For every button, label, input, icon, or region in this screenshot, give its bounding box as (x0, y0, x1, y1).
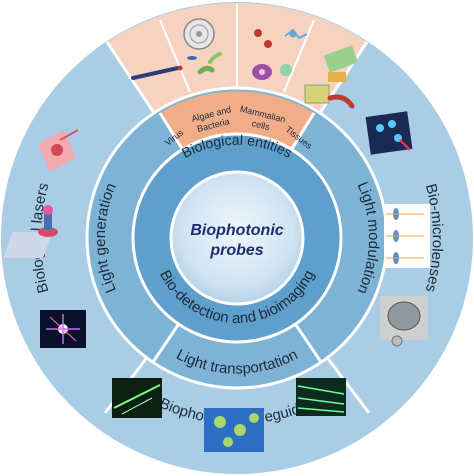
waveguide-bundle-image (296, 378, 346, 416)
laser-cell-stack-image (3, 205, 58, 258)
waveguide-cells-image (204, 408, 264, 452)
mammalian-cells-image (252, 28, 308, 80)
entity-dividers (159, 4, 315, 93)
algae-bacteria-image (183, 18, 222, 75)
laser-emission-image (40, 310, 86, 348)
microlens-focusing-image (384, 204, 430, 268)
tissues-image (304, 45, 359, 109)
center-title-line1: Biophotonic (190, 222, 283, 239)
waveguide-fiber-image (112, 378, 162, 418)
virus-image (131, 65, 183, 80)
center-circle (169, 170, 305, 306)
center-title-line2: probes (209, 242, 263, 259)
microlens-disk-image (380, 296, 428, 347)
microlens-array-image (365, 111, 413, 155)
laser-droplet-image (38, 129, 79, 172)
mammalian-label-line2: cells (251, 118, 271, 132)
